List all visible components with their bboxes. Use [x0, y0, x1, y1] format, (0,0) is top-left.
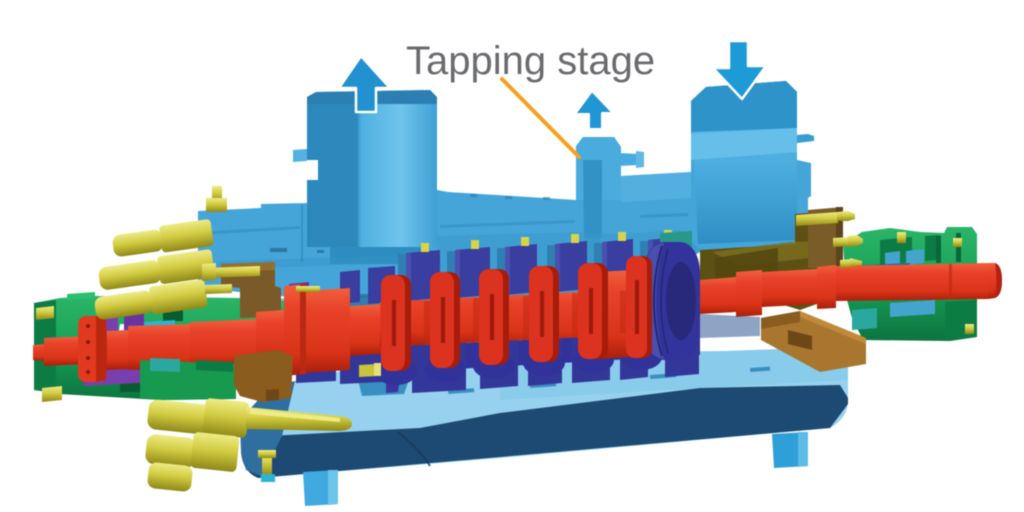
svg-text:Tapping stage: Tapping stage	[406, 39, 655, 83]
